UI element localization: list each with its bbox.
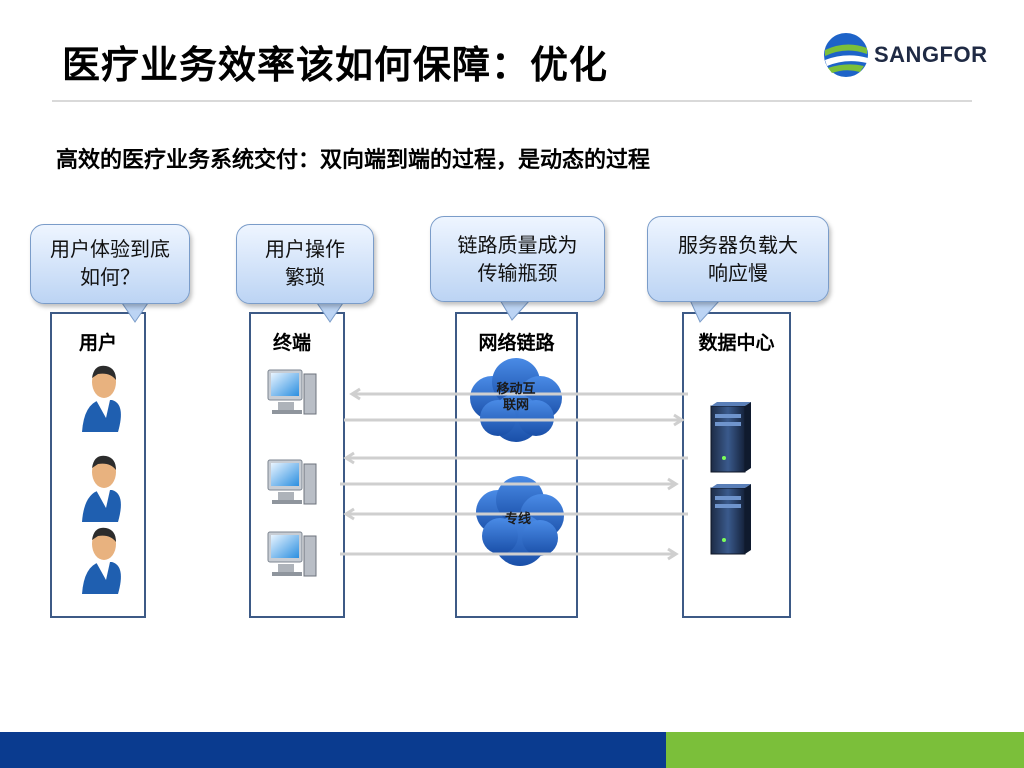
column-label-user: 用户 <box>78 332 117 354</box>
cloud-label-leased-line: 专线 <box>488 512 548 528</box>
logo-text: SANGFOR <box>874 42 988 67</box>
column-label-datacenter: 数据中心 <box>698 332 775 354</box>
arrowhead-right <box>667 477 679 491</box>
column-label-network: 网络链路 <box>478 332 555 354</box>
callout-line: 用户操作 <box>265 237 345 261</box>
logo-globe-icon <box>824 33 868 77</box>
callout-link-quality: 链路质量成为 传输瓶颈 <box>430 216 605 302</box>
arrowhead-right <box>673 413 685 427</box>
callout-terminal-operation: 用户操作 繁琐 <box>236 224 374 304</box>
page-title: 医疗业务效率该如何保障：优化 <box>62 43 609 87</box>
column-label-terminal: 终端 <box>272 332 311 354</box>
server-icon <box>710 402 751 473</box>
footer-bar-green <box>666 732 1024 768</box>
callout-line: 链路质量成为 <box>457 233 578 257</box>
subtitle: 高效的医疗业务系统交付：双向端到端的过程，是动态的过程 <box>56 148 651 173</box>
sangfor-logo: SANGFOR <box>822 30 987 80</box>
callout-line: 响应慢 <box>708 261 768 285</box>
arrowhead-left <box>349 387 361 401</box>
arrowhead-right <box>667 547 679 561</box>
footer-bar-blue <box>0 732 666 768</box>
user-icon <box>82 455 121 522</box>
cloud-label-line: 移动互 <box>496 382 536 397</box>
arrowhead-left <box>343 451 355 465</box>
callout-line: 用户体验到底 <box>50 237 170 261</box>
callout-line: 繁琐 <box>285 265 325 289</box>
header-divider <box>52 100 972 102</box>
computer-icon <box>267 459 317 505</box>
cloud-label-line: 联网 <box>502 398 529 413</box>
callout-line: 如何？ <box>80 265 140 289</box>
server-icon <box>710 484 751 555</box>
cloud-label-line: 专线 <box>504 512 531 527</box>
callout-line: 传输瓶颈 <box>477 261 558 285</box>
arrowhead-left <box>343 507 355 521</box>
user-icon <box>82 527 121 594</box>
cloud-icon-leased-line <box>476 476 564 566</box>
cloud-icon-mobile-internet <box>470 358 562 442</box>
cloud-label-mobile-internet: 移动互 联网 <box>486 382 546 414</box>
flow-arrows <box>340 387 688 561</box>
callout-server-load: 服务器负载大 响应慢 <box>647 216 829 302</box>
user-icon <box>82 365 121 432</box>
callout-line: 服务器负载大 <box>678 233 798 257</box>
callout-user-experience: 用户体验到底 如何？ <box>30 224 190 304</box>
computer-icon <box>267 531 317 577</box>
computer-icon <box>267 369 317 415</box>
